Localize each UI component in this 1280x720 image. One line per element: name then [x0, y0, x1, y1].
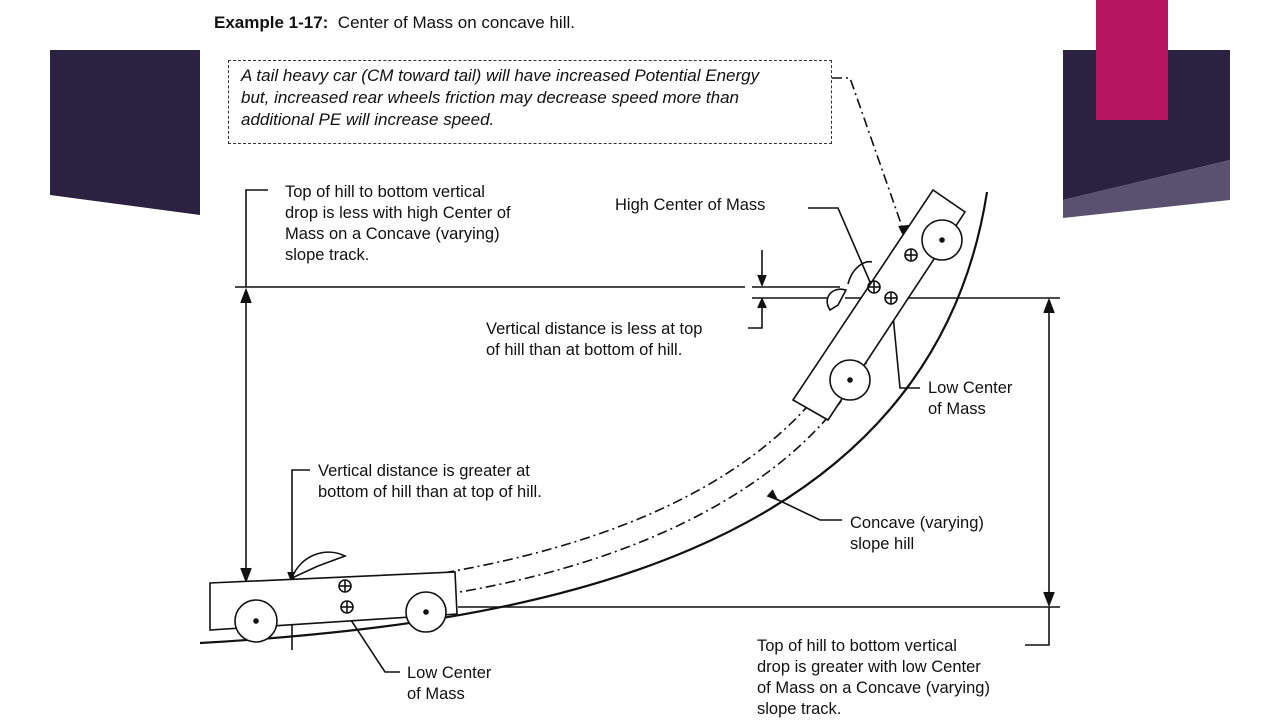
label-bottom-right: Top of hill to bottom vertical drop is g…	[757, 637, 990, 718]
example-title-text: Center of Mass on concave hill.	[337, 13, 575, 32]
high-cm-leader	[808, 207, 871, 283]
bottom-front-hub	[423, 609, 429, 615]
small-dim-arrowhead-bottom	[757, 297, 767, 309]
accent-tab	[1096, 0, 1168, 120]
low-cm-bottom-leader	[346, 613, 400, 673]
label-low-cm-bottom: Low Center of Mass	[407, 664, 492, 703]
label-high-cm: High Center of Mass	[615, 196, 766, 214]
callout-box: A tail heavy car (CM toward tail) will h…	[228, 60, 832, 144]
concave-leader-arrowhead	[766, 489, 779, 501]
top-car	[791, 188, 967, 422]
right-dimension-arrow-top	[1043, 297, 1055, 314]
top-front-hub	[939, 237, 945, 243]
bottom-low-cm-symbol	[340, 600, 354, 614]
left-dimension-arrow-top	[240, 287, 252, 304]
label-low-cm-right: Low Center of Mass	[928, 379, 1013, 418]
left-dark-band	[50, 50, 200, 215]
label-concave: Concave (varying) slope hill	[850, 514, 984, 553]
top-car-body	[791, 188, 967, 422]
top-car-driver	[826, 288, 848, 312]
bottom-right-leader	[1025, 607, 1050, 646]
bottom-car-driver	[290, 551, 348, 580]
label-top-left: Top of hill to bottom vertical drop is l…	[285, 183, 511, 264]
left-dimension-arrow-bottom	[240, 567, 252, 584]
bottom-high-cm-symbol	[338, 579, 352, 593]
bottom-car	[209, 551, 458, 643]
top-low-cm-symbol	[884, 291, 898, 305]
example-number: Example 1-17:	[214, 13, 329, 32]
small-dim-arrowhead-top	[757, 274, 767, 288]
tail-heavy-cm-symbol	[904, 248, 918, 262]
right-dimension-arrow-bottom	[1043, 591, 1055, 608]
callout-text: A tail heavy car (CM toward tail) will h…	[241, 66, 760, 129]
top-high-cm-symbol	[867, 280, 881, 294]
low-cm-right-leader	[891, 304, 920, 389]
top-car-driver-head	[847, 260, 873, 285]
label-vertical-greater: Vertical distance is greater at bottom o…	[318, 462, 542, 501]
top-rear-hub	[847, 377, 853, 383]
vertical-greater-leader	[291, 469, 310, 580]
example-title: Example 1-17: Center of Mass on concave …	[214, 12, 575, 33]
right-band-highlight	[1063, 160, 1230, 218]
top-left-leader	[245, 189, 268, 287]
bottom-rear-hub	[253, 618, 259, 624]
concave-leader	[771, 496, 842, 521]
vertical-less-leader	[748, 302, 763, 329]
callout-leader	[832, 77, 906, 236]
concave-slope-track	[199, 191, 989, 645]
label-vertical-less: Vertical distance is less at top of hill…	[486, 320, 703, 359]
